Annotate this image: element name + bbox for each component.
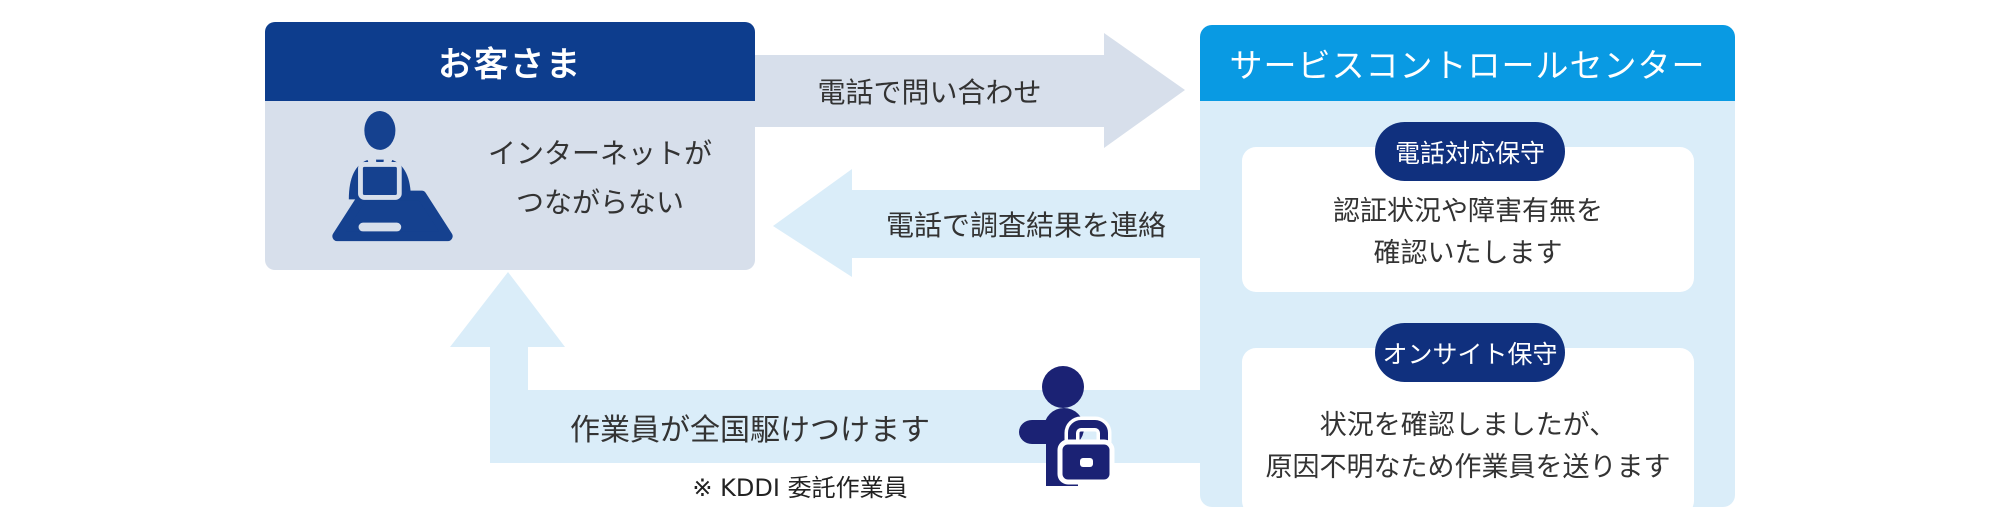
phone-maintenance-line2: 確認いたします bbox=[1373, 237, 1563, 269]
customer-box-body: インターネットが つながらない bbox=[265, 101, 755, 270]
worker-dispatch-label: 作業員が全国駆けつけます bbox=[570, 412, 930, 448]
service-control-center-title: サービスコントロールセンター bbox=[1200, 25, 1735, 101]
customer-box: お客さま インターネットが つながらない bbox=[265, 22, 755, 270]
phone-report-label: 電話で調査結果を連絡 bbox=[885, 209, 1166, 242]
customer-box-title: お客さま bbox=[265, 22, 755, 101]
onsite-maintenance-line1: 状況を確認しましたが、 bbox=[1319, 409, 1617, 441]
onsite-maintenance-card: 状況を確認しましたが、 原因不明なため作業員を送ります bbox=[1242, 348, 1694, 507]
phone-inquiry-label: 電話で問い合わせ bbox=[817, 76, 1042, 109]
customer-at-laptop-icon bbox=[332, 111, 453, 242]
customer-problem-caption: インターネットが つながらない bbox=[455, 129, 745, 227]
phone-maintenance-line1: 認証状況や障害有無を bbox=[1333, 195, 1603, 227]
phone-maintenance-badge: 電話対応保守 bbox=[1375, 122, 1565, 181]
customer-problem-line1: インターネットが bbox=[487, 137, 712, 170]
field-worker-icon bbox=[1019, 366, 1115, 486]
service-control-center-box: サービスコントロールセンター 電話対応保守 認証状況や障害有無を 確認いたします… bbox=[1200, 25, 1735, 507]
onsite-maintenance-badge: オンサイト保守 bbox=[1375, 323, 1565, 382]
worker-dispatch-note: ※ KDDI 委託作業員 bbox=[692, 474, 908, 502]
customer-problem-line2: つながらない bbox=[515, 186, 684, 219]
onsite-maintenance-line2: 原因不明なため作業員を送ります bbox=[1265, 451, 1671, 483]
